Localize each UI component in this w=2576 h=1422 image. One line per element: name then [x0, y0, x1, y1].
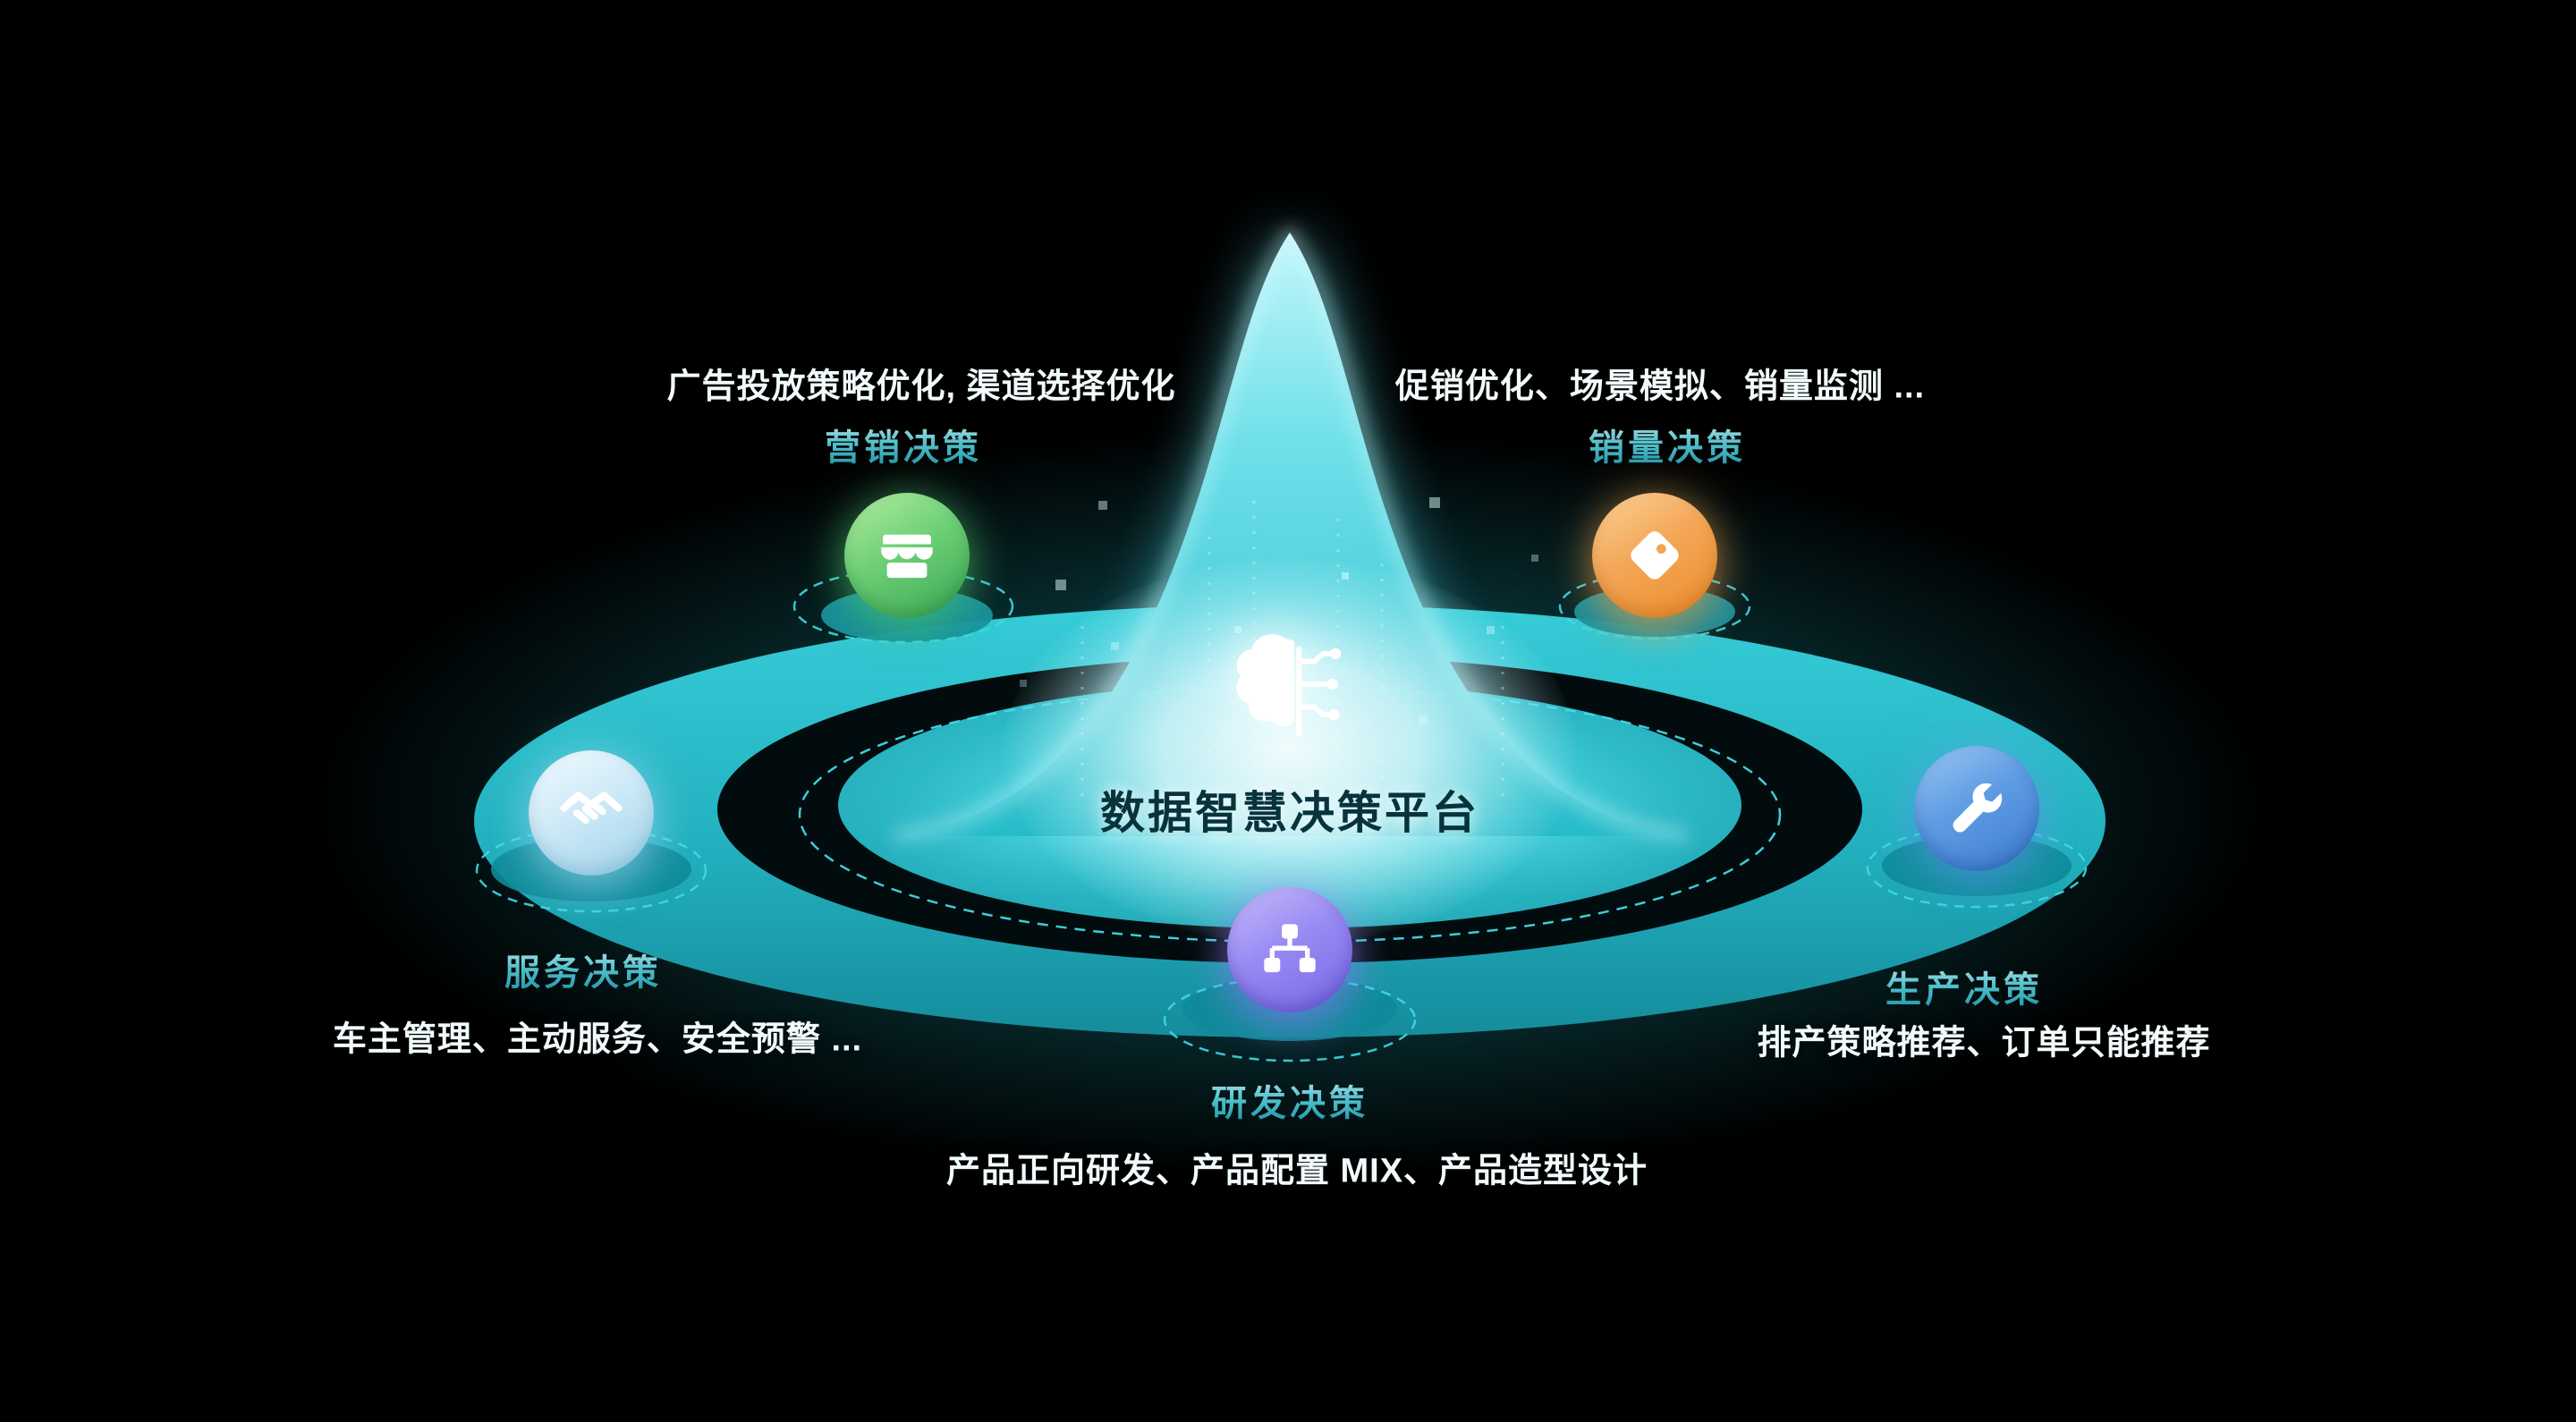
wrench-icon	[1914, 746, 2039, 871]
service-description: 车主管理、主动服务、安全预警 ...	[332, 1020, 863, 1059]
production-label: 生产决策	[1885, 961, 2043, 1012]
marketing-label: 营销决策	[825, 419, 982, 470]
hierarchy-icon	[1227, 887, 1352, 1012]
sales-description: 促销优化、场景模拟、销量监测 ...	[1394, 368, 1926, 406]
sales-label: 销量决策	[1589, 419, 1746, 470]
storefront-icon	[844, 493, 970, 618]
marketing-description: 广告投放策略优化, 渠道选择优化	[666, 368, 1176, 406]
center-glow	[1004, 559, 1576, 944]
mountain	[894, 233, 1686, 836]
platform-title: 数据智慧决策平台	[1100, 788, 1479, 838]
production-description: 排产策略推荐、订单只能推荐	[1757, 1024, 2211, 1062]
service-label: 服务决策	[504, 944, 662, 995]
rnd-description: 产品正向研发、产品配置 MIX、产品造型设计	[945, 1152, 1648, 1190]
rnd-label: 研发决策	[1211, 1074, 1368, 1126]
brain-circuit-icon	[1214, 616, 1366, 773]
handshake-icon	[529, 750, 654, 876]
price-tag-icon	[1592, 493, 1717, 618]
